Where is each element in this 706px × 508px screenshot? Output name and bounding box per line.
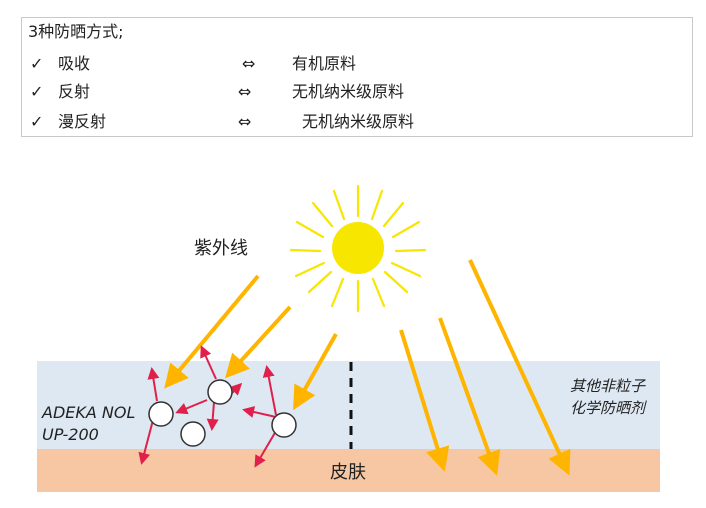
uv-label: 紫外线 — [194, 238, 248, 259]
uv-arrow — [468, 259, 571, 476]
uv-arrow — [399, 329, 450, 472]
scatter-arrow — [147, 367, 160, 402]
uv-arrow — [224, 305, 292, 379]
check-icon: ✓ — [30, 82, 44, 101]
scatter-arrow — [200, 345, 217, 380]
check-icon: ✓ — [30, 112, 44, 131]
scatter-arrow — [138, 419, 154, 465]
product-label-line2: UP-200 — [42, 425, 99, 444]
check-icon: ✓ — [30, 54, 44, 73]
scatter-arrow — [254, 430, 277, 468]
material-inorganic-nano: 无机纳米级原料 — [302, 112, 415, 131]
uv-arrow — [293, 333, 338, 411]
sunscreen-layer — [37, 361, 660, 449]
uv-arrow — [164, 274, 260, 389]
skin-label: 皮肤 — [330, 462, 366, 483]
particle — [180, 421, 206, 447]
double-arrow-icon: ⇔ — [238, 82, 252, 101]
particle — [271, 412, 297, 438]
scatter-arrow — [206, 401, 219, 431]
material-inorganic-nano: 无机纳米级原料 — [292, 82, 405, 101]
scatter-arrow — [175, 399, 208, 415]
method-diffuse-reflect: 漫反射 — [58, 112, 107, 131]
box-title: 3种防晒方式; — [28, 22, 124, 41]
method-absorb: 吸收 — [58, 54, 91, 73]
method-reflect: 反射 — [58, 82, 91, 101]
scatter-arrow — [262, 365, 277, 416]
uv-arrow — [438, 317, 501, 476]
material-organic: 有机原料 — [292, 54, 357, 73]
double-arrow-icon: ⇔ — [238, 112, 252, 131]
sun-icon — [289, 184, 427, 313]
sunscreen-methods-box: 3种防晒方式; ✓ 吸收 ⇔ 有机原料 ✓ 反射 ⇔ 无机纳米级原料 ✓ 漫反射… — [21, 17, 693, 137]
other-label-line1: 其他非粒子 — [570, 377, 646, 395]
product-label-line1: ADEKA NOL — [41, 403, 135, 422]
particle — [207, 379, 233, 405]
other-label-line2: 化学防晒剂 — [570, 399, 647, 417]
particle — [148, 401, 174, 427]
scatter-arrow — [242, 406, 277, 418]
double-arrow-icon: ⇔ — [242, 54, 256, 73]
